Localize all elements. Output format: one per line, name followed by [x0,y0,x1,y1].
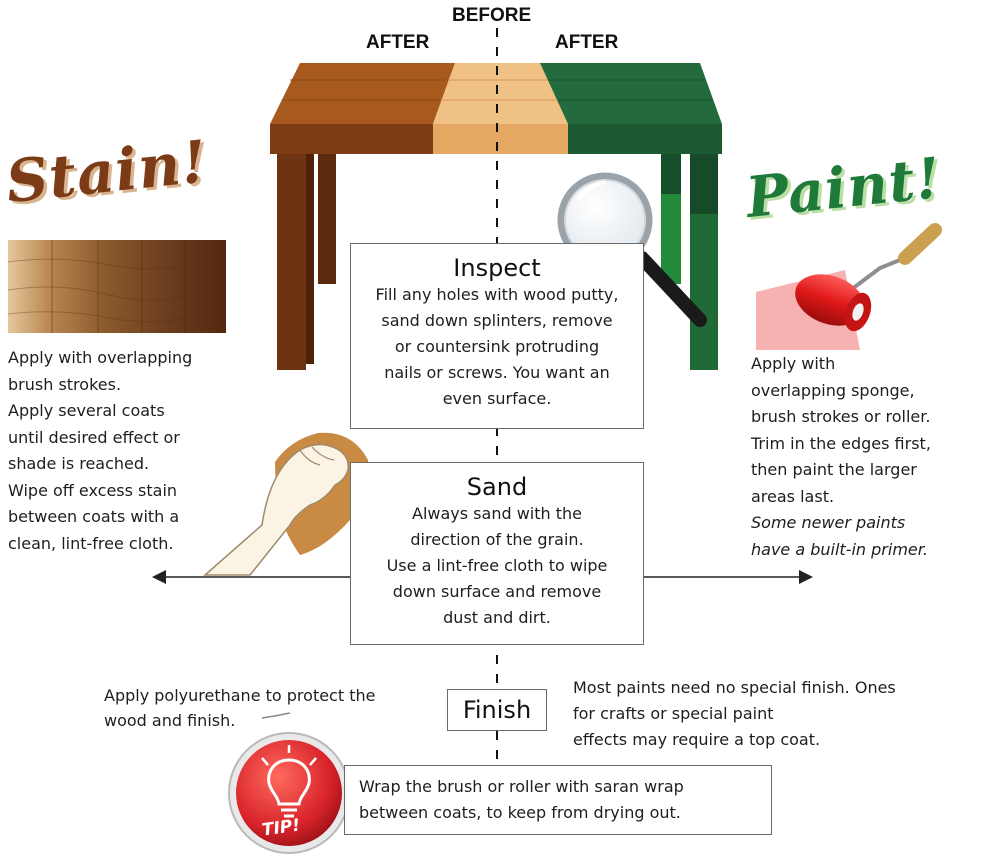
after-left-label: AFTER [366,32,430,53]
sand-line: dust and dirt. [443,608,551,627]
inspect-title: Inspect [453,254,541,282]
finish-right-text: Most paints need no special finish. Ones… [573,675,973,753]
inspect-line: even surface. [442,389,552,408]
paint-line: Trim in the edges first, [751,433,931,453]
sand-line: down surface and remove [392,582,602,601]
after-right-label: AFTER [555,32,619,53]
paint-line: brush strokes or roller. [751,407,931,426]
inspect-box: Inspect Fill any holes with wood putty, … [350,243,644,429]
sand-line: direction of the grain. [410,530,584,549]
paint-italic-line: have a built-in primer. [751,539,928,559]
paint-italic-line: Some newer paints [751,513,906,532]
sand-box: Sand Always sand with the direction of t… [350,462,644,645]
sand-line: Always sand with the [412,504,582,523]
tip-line: Wrap the brush or roller with saran wrap [359,777,684,796]
stain-line: until desired effect or [8,427,180,447]
stain-instructions: Apply with overlapping brush strokes. Ap… [8,345,238,557]
paint-line: Apply with [751,354,836,373]
stain-line: Wipe off excess stain [8,480,178,500]
lightbulb-icon [261,745,317,818]
stain-line: between coats with a [8,507,180,526]
finish-left-line: Apply polyurethane to protect the [104,686,376,705]
finish-left-line: wood and finish. [104,711,236,730]
stain-line: Apply several coats [8,401,165,420]
finish-left-text: Apply polyurethane to protect the wood a… [104,683,434,733]
inspect-line: Fill any holes with wood putty, [375,285,619,304]
sanding-hand-icon [203,432,369,576]
tip-badge [228,732,350,854]
finish-title: Finish [462,696,532,724]
table-stained-side [270,63,455,370]
inspect-line: or countersink protruding [394,337,600,356]
inspect-line: nails or screws. You want an [384,363,610,382]
stain-line: Apply with overlapping [8,348,193,367]
paint-instructions: Apply with overlapping sponge, brush str… [751,351,981,563]
paint-roller-icon [756,223,942,350]
inspect-line: sand down splinters, remove [381,311,613,330]
paint-line: overlapping sponge, [751,380,915,400]
finish-swoosh [261,712,291,719]
stain-line: brush strokes. [8,374,122,394]
finish-right-line: effects may require a top coat. [573,730,821,749]
tip-line: between coats, to keep from drying out. [359,803,681,822]
finish-right-line: for crafts or special paint [573,704,774,723]
table-natural-center [433,63,568,154]
stain-line: clean, lint-free cloth. [8,533,174,553]
before-label: BEFORE [452,5,532,26]
table-painted-side [540,63,722,370]
tip-box: Wrap the brush or roller with saran wrap… [344,765,772,835]
paint-line: areas last. [751,486,835,506]
paint-line: then paint the larger [751,460,917,479]
stain-swatch [7,240,227,333]
finish-right-line: Most paints need no special finish. Ones [573,678,896,697]
stain-line: shade is reached. [8,454,150,473]
sand-line: Use a lint-free cloth to wipe [386,556,608,575]
finish-box: Finish [447,689,547,731]
sand-title: Sand [466,473,528,501]
